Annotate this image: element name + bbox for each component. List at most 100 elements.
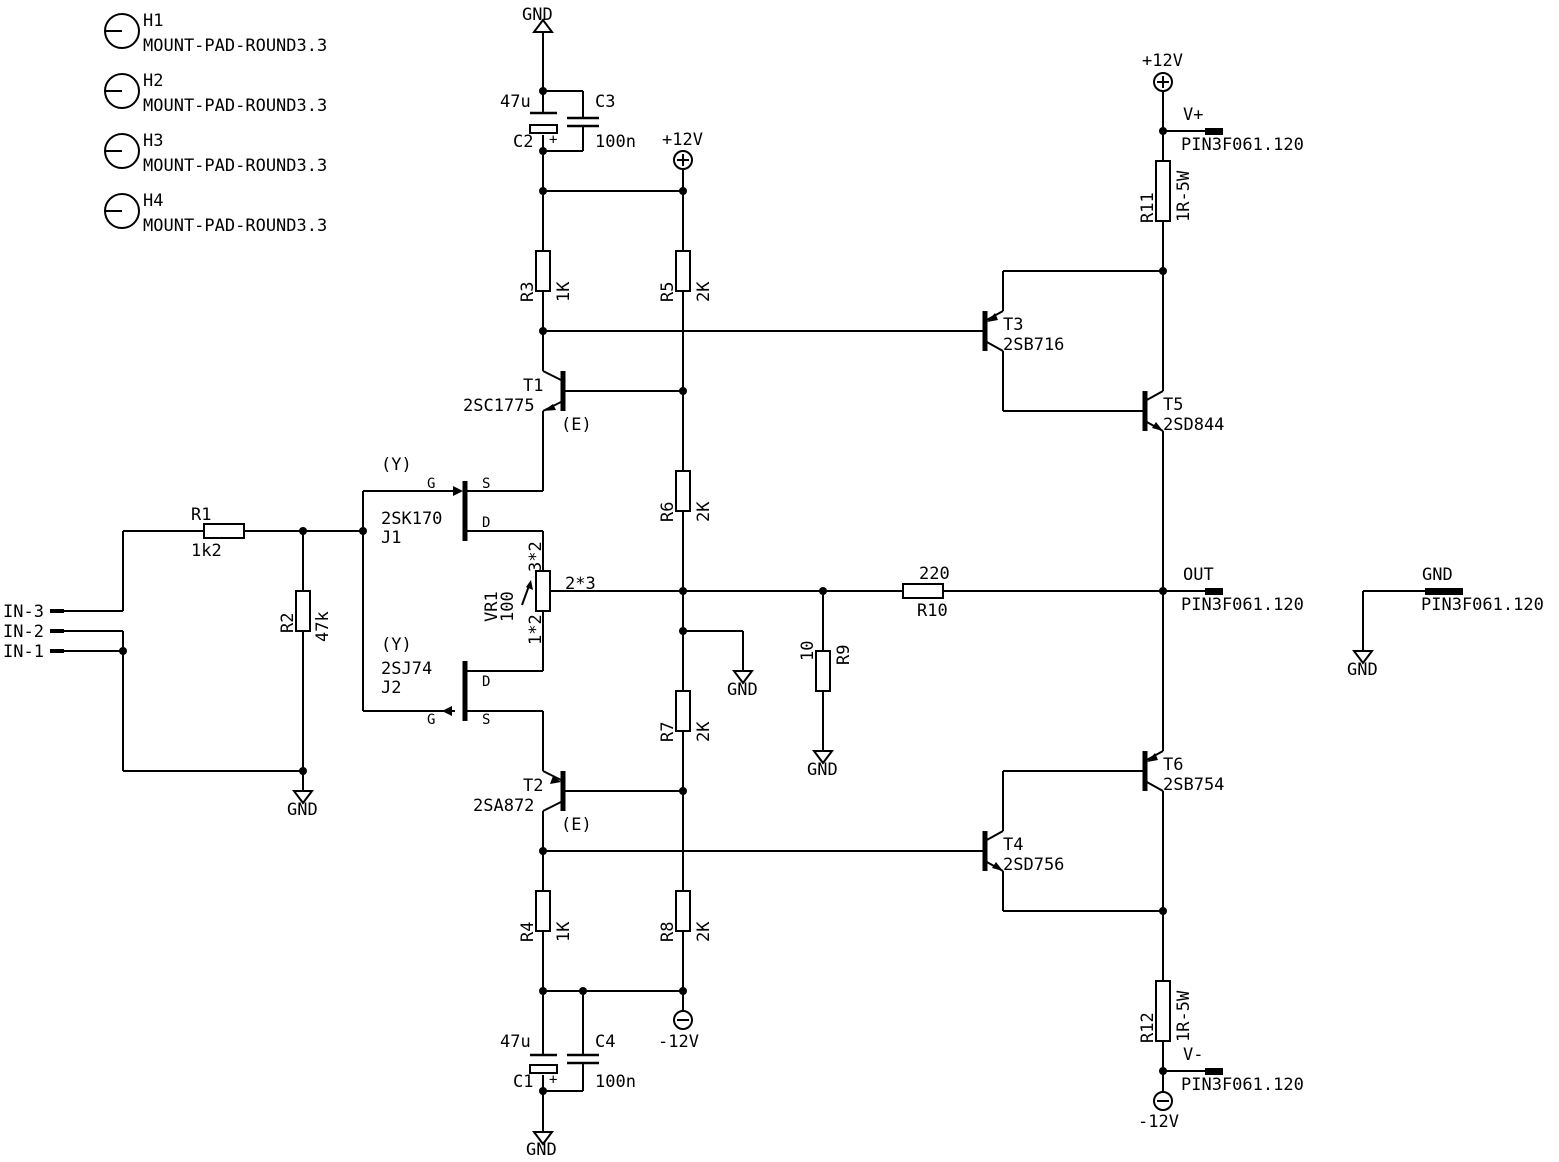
resistor-r1: R1 1k2 — [191, 505, 245, 561]
svg-text:47u: 47u — [500, 1032, 531, 1052]
mount-hole-ref: H3 — [143, 131, 163, 151]
polarity-plus: + — [549, 1072, 557, 1088]
emitter-arrow-icon — [1147, 753, 1158, 762]
emitter-arrow-icon — [1152, 422, 1163, 431]
svg-text:2SD756: 2SD756 — [1003, 855, 1064, 875]
mount-hole-value: MOUNT-PAD-ROUND3.3 — [143, 216, 327, 236]
svg-text:1R-5W: 1R-5W — [1174, 990, 1194, 1042]
svg-text:1*2: 1*2 — [526, 614, 546, 645]
input-label-in2: IN-2 — [3, 622, 44, 642]
gnd-icon — [532, 18, 554, 33]
svg-text:C1: C1 — [513, 1072, 533, 1092]
gnd-icon — [532, 1131, 554, 1146]
mounting-hole-h2: H2 MOUNT-PAD-ROUND3.3 — [104, 71, 327, 116]
svg-text:T3: T3 — [1003, 315, 1023, 335]
gnd-icon — [1352, 650, 1374, 665]
svg-text:C2: C2 — [513, 132, 533, 152]
svg-text:1k2: 1k2 — [191, 541, 222, 561]
trimmer-vr1: VR1 100 1*2 3*2 2*3 — [482, 541, 596, 645]
mount-hole-value: MOUNT-PAD-ROUND3.3 — [143, 96, 327, 116]
resistor-r9: 10 R9 — [798, 641, 854, 692]
junction-dots — [119, 87, 1167, 1095]
input-label-in1: IN-1 — [3, 642, 44, 662]
connector-pin-icon — [1425, 588, 1463, 595]
svg-text:GND: GND — [807, 760, 838, 780]
svg-text:2SJ74: 2SJ74 — [381, 659, 432, 679]
svg-text:G: G — [427, 476, 435, 492]
emitter-arrow-icon — [987, 313, 998, 322]
svg-text:OUT: OUT — [1183, 565, 1214, 585]
gnd-symbol-bottom: GND — [526, 1131, 557, 1160]
svg-text:S: S — [482, 712, 490, 728]
svg-text:1K: 1K — [554, 921, 574, 942]
svg-text:GND: GND — [1422, 565, 1453, 585]
svg-text:T1: T1 — [523, 376, 543, 396]
connector-out: OUT PIN3F061.120 — [1181, 565, 1304, 615]
svg-text:T2: T2 — [523, 776, 543, 796]
mounting-hole-h1: H1 MOUNT-PAD-ROUND3.3 — [104, 11, 327, 56]
svg-text:J1: J1 — [381, 528, 401, 548]
svg-text:R2: R2 — [278, 613, 298, 633]
svg-text:R8: R8 — [658, 922, 678, 942]
jfet-j1: (Y) G S D 2SK170 J1 — [381, 455, 490, 548]
svg-text:R1: R1 — [191, 505, 211, 525]
gnd-icon — [292, 790, 314, 805]
resistor-r4: R4 1K — [518, 890, 574, 942]
svg-text:2SD844: 2SD844 — [1163, 415, 1224, 435]
svg-text:(Y): (Y) — [381, 635, 412, 655]
transistor-t3: T3 2SB716 — [982, 310, 1064, 355]
jfet-j2: (Y) 2SJ74 J2 D G S — [381, 635, 490, 728]
svg-text:GND: GND — [526, 1140, 557, 1160]
svg-text:1R-5W: 1R-5W — [1174, 170, 1194, 222]
resistor-r2: R2 47k — [278, 590, 333, 642]
svg-text:2K: 2K — [694, 921, 714, 942]
transistor-t1: T1 2SC1775 (E) — [463, 370, 592, 435]
svg-text:2SB716: 2SB716 — [1003, 335, 1064, 355]
svg-text:2*3: 2*3 — [565, 574, 596, 594]
svg-text:3*2: 3*2 — [526, 541, 546, 572]
svg-text:2SA872: 2SA872 — [473, 796, 534, 816]
svg-text:-12V: -12V — [1138, 1112, 1179, 1132]
resistor-r6: R6 2K — [658, 470, 714, 522]
svg-text:GND: GND — [287, 800, 318, 820]
svg-text:(E): (E) — [561, 815, 592, 835]
connector-pin-icon — [1205, 128, 1223, 135]
resistor-r3: R3 1K — [518, 250, 574, 302]
svg-text:R3: R3 — [518, 282, 538, 302]
transistor-t6: T6 2SB754 — [1142, 750, 1224, 795]
svg-text:PIN3F061.120: PIN3F061.120 — [1181, 135, 1304, 155]
svg-text:(E): (E) — [561, 415, 592, 435]
svg-text:PIN3F061.120: PIN3F061.120 — [1421, 595, 1544, 615]
svg-text:R4: R4 — [518, 922, 538, 942]
capacitor-c3: C3 100n — [567, 92, 636, 152]
svg-text:S: S — [482, 476, 490, 492]
input-pin-icon — [50, 629, 64, 633]
input-label-in3: IN-3 — [3, 602, 44, 622]
svg-text:T6: T6 — [1163, 755, 1183, 775]
svg-text:PIN3F061.120: PIN3F061.120 — [1181, 595, 1304, 615]
svg-text:(Y): (Y) — [381, 455, 412, 475]
svg-text:-12V: -12V — [658, 1032, 699, 1052]
connector-vminus: V- PIN3F061.120 — [1181, 1045, 1304, 1095]
svg-text:R10: R10 — [917, 601, 948, 621]
svg-text:100: 100 — [498, 591, 518, 622]
svg-text:C4: C4 — [595, 1032, 615, 1052]
mount-hole-ref: H1 — [143, 11, 163, 31]
resistor-r12: R12 1R-5W — [1138, 980, 1194, 1043]
svg-text:R5: R5 — [658, 282, 678, 302]
pos12-symbol-output: +12V — [1142, 51, 1183, 92]
svg-text:GND: GND — [522, 5, 553, 25]
svg-text:G: G — [427, 712, 435, 728]
resistor-r8: R8 2K — [658, 890, 714, 942]
connector-pin-icon — [1205, 588, 1223, 595]
gate-arrow-icon — [453, 486, 463, 496]
svg-text:PIN3F061.120: PIN3F061.120 — [1181, 1075, 1304, 1095]
svg-text:2K: 2K — [694, 721, 714, 742]
mount-hole-ref: H4 — [143, 191, 163, 211]
resistor-r11: R11 1R-5W — [1138, 160, 1194, 223]
emitter-arrow-icon — [992, 862, 1003, 871]
input-pin-icon — [50, 609, 64, 613]
neg12-symbol-middle: -12V — [658, 1010, 699, 1052]
gnd-symbol-r9: GND — [807, 750, 838, 780]
capacitor-c1: 47u C1 + — [500, 1032, 558, 1092]
